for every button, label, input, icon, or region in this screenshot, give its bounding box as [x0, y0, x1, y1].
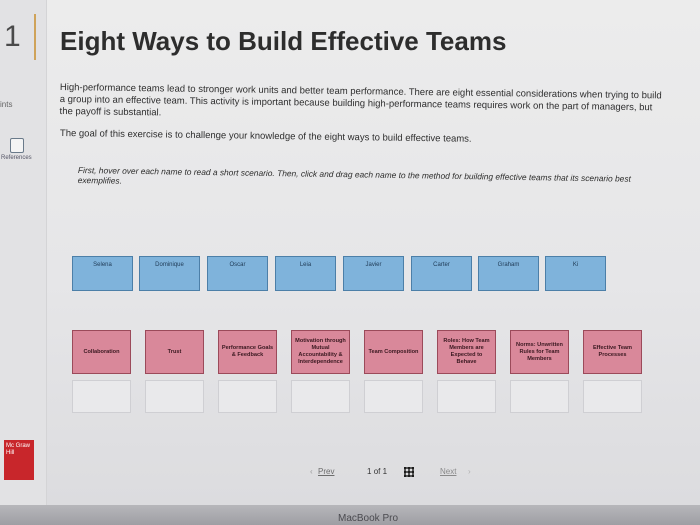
grid-icon[interactable] [404, 467, 414, 477]
prev-arrow-icon[interactable]: ‹ [310, 467, 313, 476]
prev-link[interactable]: Prev [318, 467, 335, 476]
laptop-bezel: MacBook Pro [0, 505, 700, 525]
references-icon[interactable] [10, 138, 24, 153]
name-card-selena[interactable]: Selena [72, 256, 133, 291]
pagination: ‹ Prev 1 of 1 Next › [310, 465, 510, 479]
method-card-roles: Roles: How Team Members are Expected to … [437, 330, 496, 374]
drop-slot-collaboration[interactable] [72, 380, 131, 413]
left-rail: 1 ints References Mc Graw Hill [0, 0, 47, 505]
goal-paragraph: The goal of this exercise is to challeng… [59, 128, 472, 145]
name-card-dominique[interactable]: Dominique [139, 256, 200, 291]
next-link[interactable]: Next [440, 467, 457, 476]
name-card-javier[interactable]: Javier [343, 256, 404, 291]
references-label[interactable]: References [1, 155, 32, 161]
name-card-oscar[interactable]: Oscar [207, 256, 268, 291]
activity-page: 1 ints References Mc Graw Hill Eight Way… [0, 0, 700, 505]
drop-slot-team-composition[interactable] [364, 380, 423, 413]
drop-slot-roles[interactable] [437, 380, 496, 413]
name-card-ki[interactable]: Ki [545, 256, 606, 291]
method-cards: Collaboration Trust Performance Goals & … [72, 330, 647, 420]
page-count: 1 of 1 [367, 467, 388, 476]
device-label: MacBook Pro [338, 513, 399, 524]
name-card-leia[interactable]: Leia [275, 256, 336, 291]
drop-slot-performance-goals[interactable] [218, 380, 277, 413]
method-card-performance-goals: Performance Goals & Feedback [218, 330, 277, 374]
mcgraw-hill-logo: Mc Graw Hill [4, 440, 34, 480]
method-card-norms: Norms: Unwritten Rules for Team Members [510, 330, 569, 374]
drop-slot-trust[interactable] [145, 380, 204, 413]
method-card-collaboration: Collaboration [72, 330, 131, 374]
method-card-trust: Trust [145, 330, 204, 374]
drop-slot-norms[interactable] [510, 380, 569, 413]
drop-slot-motivation[interactable] [291, 380, 350, 413]
next-arrow-icon[interactable]: › [468, 467, 471, 476]
instructions: First, hover over each name to read a sh… [77, 165, 631, 186]
intro-paragraph: High-performance teams lead to stronger … [59, 82, 662, 119]
name-card-graham[interactable]: Graham [478, 256, 539, 291]
drop-slot-team-processes[interactable] [583, 380, 642, 413]
page-title: Eight Ways to Build Effective Teams [60, 26, 507, 56]
points-label: ints [0, 100, 13, 109]
method-card-team-processes: Effective Team Processes [583, 330, 642, 374]
question-divider [34, 14, 36, 60]
name-cards: Selena Dominique Oscar Leia Javier Carte… [72, 256, 632, 296]
question-number: 1 [4, 20, 21, 53]
name-card-carter[interactable]: Carter [411, 256, 472, 291]
method-card-team-composition: Team Composition [364, 330, 423, 374]
method-card-motivation: Motivation through Mutual Accountability… [291, 330, 350, 374]
